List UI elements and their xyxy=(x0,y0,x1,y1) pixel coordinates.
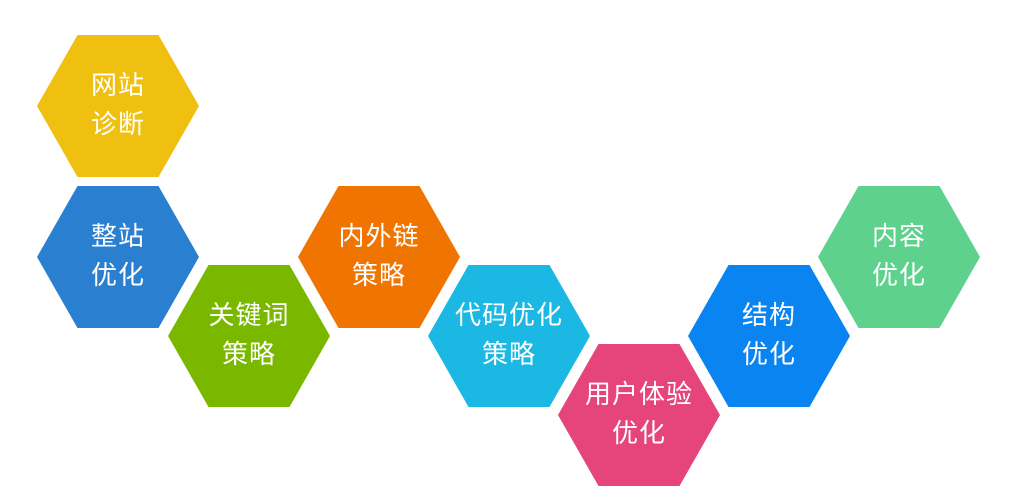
hex-code-optimization: 代码优化 策略 xyxy=(428,265,590,407)
hex-label: 内容 优化 xyxy=(872,218,926,296)
hex-label-line: 优化 xyxy=(90,261,145,291)
hex-label-line: 关键词 xyxy=(208,301,290,331)
hex-label-line: 优化 xyxy=(871,261,926,291)
hex-ux-optimization: 用户体验 优化 xyxy=(558,344,720,486)
hex-label-line: 内外链 xyxy=(338,222,420,252)
hex-label-line: 诊断 xyxy=(90,110,145,140)
hex-label: 整站 优化 xyxy=(91,218,145,296)
hex-label-line: 结构 xyxy=(741,301,796,331)
hex-label-line: 整站 xyxy=(90,222,145,252)
hex-link-strategy: 内外链 策略 xyxy=(298,186,460,328)
hex-content-optimization: 内容 优化 xyxy=(818,186,980,328)
hex-label: 代码优化 策略 xyxy=(455,297,563,375)
hex-label-line: 优化 xyxy=(611,419,666,449)
hex-structure-optimization: 结构 优化 xyxy=(688,265,850,407)
hex-label-line: 代码优化 xyxy=(454,301,563,331)
hex-label: 内外链 策略 xyxy=(338,218,419,296)
hex-site-optimization: 整站 优化 xyxy=(37,186,199,328)
hex-label-line: 内容 xyxy=(871,222,926,252)
hex-label-line: 策略 xyxy=(351,261,406,291)
hex-label-line: 优化 xyxy=(741,340,796,370)
hex-label-line: 用户体验 xyxy=(584,380,693,410)
hex-label: 用户体验 优化 xyxy=(585,376,693,454)
hex-label: 结构 优化 xyxy=(742,297,796,375)
hex-keyword-strategy: 关键词 策略 xyxy=(168,265,330,407)
hex-label: 关键词 策略 xyxy=(208,297,289,375)
hex-label-line: 策略 xyxy=(481,340,536,370)
hex-label-line: 网站 xyxy=(90,71,145,101)
hex-site-diagnosis: 网站 诊断 xyxy=(37,35,199,177)
hex-label: 网站 诊断 xyxy=(91,67,145,145)
hex-label-line: 策略 xyxy=(221,340,276,370)
